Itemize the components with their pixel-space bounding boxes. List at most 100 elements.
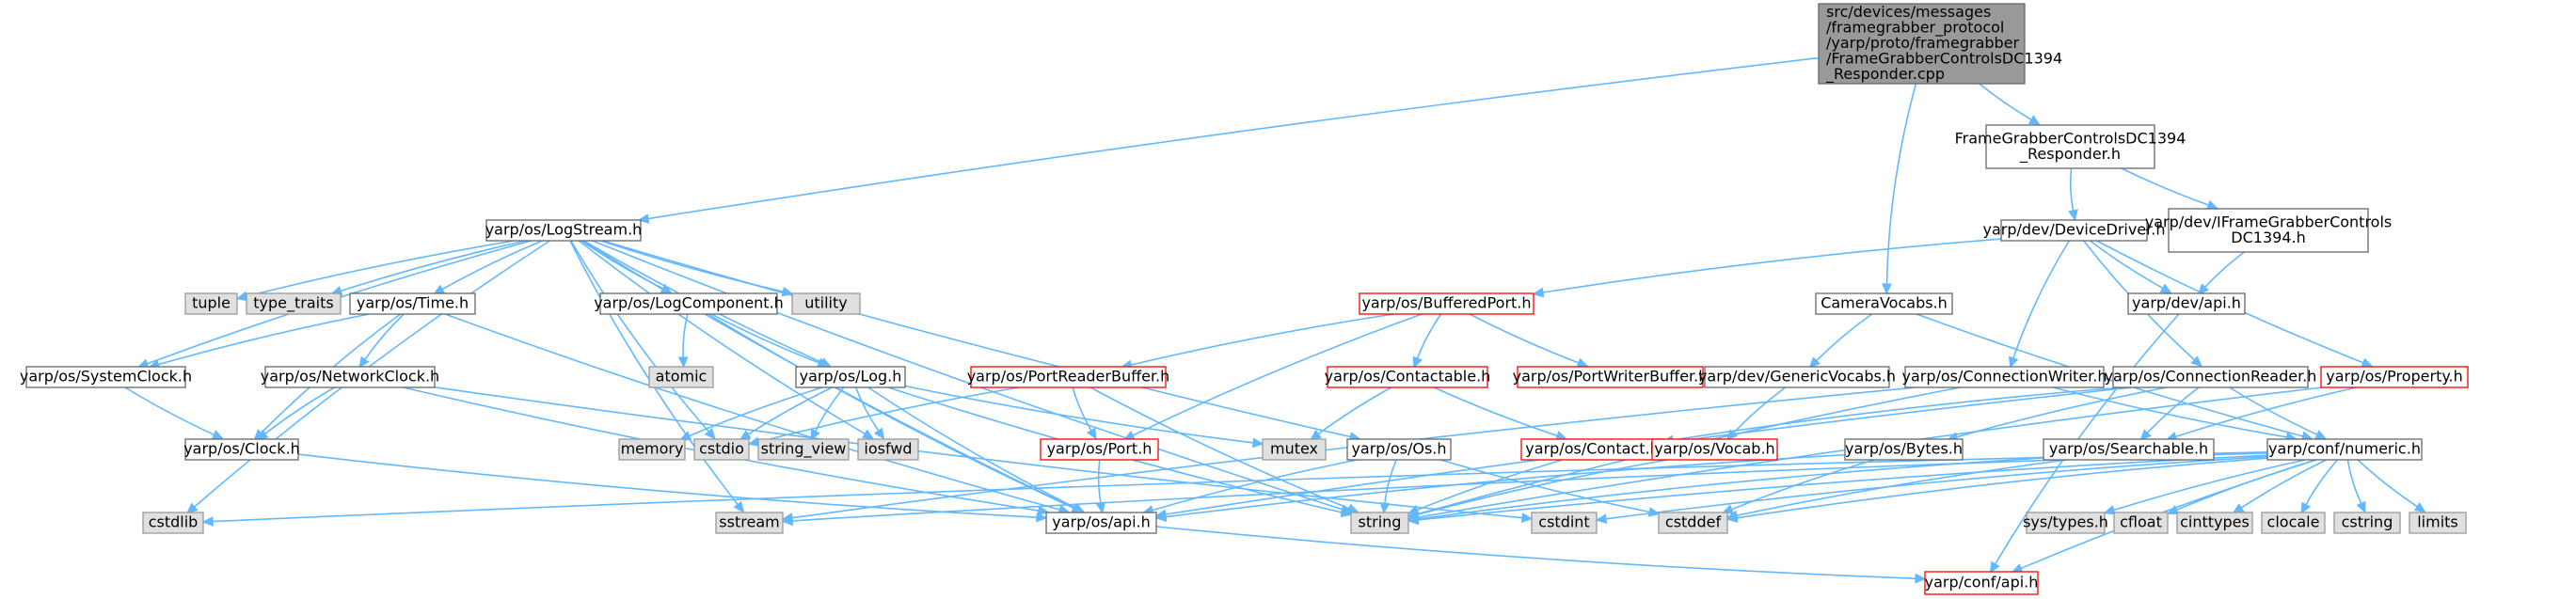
node-systemclock[interactable]: yarp/os/SystemClock.h	[20, 366, 192, 388]
edge-time-to-osapi	[444, 313, 1071, 515]
node-label: tuple	[192, 294, 231, 312]
edge-line	[2204, 251, 2245, 288]
node-box	[1658, 512, 1728, 534]
node-label: yarp/os/PortWriterBuffer.h	[1513, 368, 1709, 386]
edge-arrowhead	[1122, 431, 1136, 441]
edge-line	[2020, 459, 2317, 570]
node-box	[184, 438, 299, 461]
edge-arrowhead	[1882, 283, 1892, 295]
edge-line	[2357, 459, 2418, 508]
node-label: CameraVocabs.h	[1821, 294, 1948, 312]
node-root[interactable]: src/devices/messages/framegrabber_protoc…	[1818, 3, 2062, 85]
node-time[interactable]: yarp/os/Time.h	[349, 292, 476, 315]
node-contactable[interactable]: yarp/os/Contactable.h	[1325, 366, 1491, 388]
node-searchable[interactable]: yarp/os/Searchable.h	[2043, 438, 2215, 461]
node-label: yarp/conf/api.h	[1925, 574, 2039, 591]
edge-arrowhead	[2356, 500, 2366, 513]
node-logcomponent[interactable]: yarp/os/LogComponent.h	[594, 292, 784, 315]
node-cstdlib: cstdlib	[142, 512, 204, 534]
node-box	[1040, 438, 1159, 461]
node-bufferedport[interactable]: yarp/os/BufferedPort.h	[1359, 292, 1534, 315]
edge-ifgc-to-devapi	[2197, 251, 2245, 295]
edge-line	[364, 313, 405, 360]
node-port[interactable]: yarp/os/Port.h	[1040, 438, 1159, 461]
node-confapi[interactable]: yarp/conf/api.h	[1924, 571, 2039, 595]
edge-arrowhead	[358, 355, 370, 369]
edge-fgresp-to-ifgc	[2121, 167, 2219, 210]
edge-line	[340, 240, 526, 292]
node-box	[1359, 292, 1534, 315]
node-label: yarp/os/PortReaderBuffer.h	[967, 368, 1170, 386]
node-cstring: cstring	[2333, 512, 2401, 534]
edge-numeric-to-cstdint	[1595, 455, 2268, 525]
edge-line	[1605, 455, 2268, 520]
edge-line	[1417, 454, 2268, 521]
node-portreaderbuffer[interactable]: yarp/os/PortReaderBuffer.h	[967, 366, 1170, 388]
node-clock[interactable]: yarp/os/Clock.h	[183, 438, 300, 461]
node-type_traits: type_traits	[246, 292, 342, 315]
node-logstream[interactable]: yarp/os/LogStream.h	[485, 219, 643, 242]
edge-arrowhead	[1037, 505, 1050, 516]
node-label: yarp/dev/GenericVocabs.h	[1698, 368, 1896, 386]
edge-arrowhead	[1647, 507, 1661, 517]
edge-arrowhead	[810, 428, 820, 441]
edge-line	[1132, 313, 1423, 436]
node-connectionreader[interactable]: yarp/os/ConnectionReader.h	[2105, 366, 2317, 388]
edge-log-to-cstdio	[739, 386, 833, 441]
edge-arrowhead	[2190, 355, 2202, 368]
edge-line	[1672, 386, 2123, 441]
edge-line	[1736, 457, 2268, 519]
edge-line	[157, 313, 370, 366]
node-cstdio: cstdio	[693, 438, 750, 461]
node-devapi[interactable]: yarp/dev/api.h	[2127, 292, 2246, 315]
edge-line	[297, 453, 1038, 518]
edge-line	[747, 386, 833, 435]
edge-arrowhead	[739, 430, 752, 441]
edge-arrowhead	[2300, 501, 2312, 514]
node-label: yarp/os/NetworkClock.h	[261, 368, 439, 386]
node-box	[184, 292, 238, 315]
edge-line	[1097, 459, 1102, 504]
edge-bufferedport-to-portreaderbuffer	[1120, 313, 1393, 370]
node-label: yarp/os/ConnectionReader.h	[2105, 368, 2317, 386]
edge-arrowhead	[1595, 513, 1608, 525]
node-networkclock[interactable]: yarp/os/NetworkClock.h	[261, 366, 439, 388]
edge-arrowhead	[1086, 427, 1097, 440]
edge-arrowhead	[2206, 199, 2219, 210]
node-cameravocabs[interactable]: CameraVocabs.h	[1815, 292, 1953, 315]
edge-line	[1165, 453, 1846, 518]
edge-arrowhead	[2159, 283, 2172, 294]
node-label: yarp/os/Property.h	[2326, 368, 2463, 386]
node-label: sys/types.h	[2023, 513, 2108, 531]
edge-arrowhead	[1340, 507, 1353, 518]
edge-arrowhead	[733, 500, 745, 513]
node-genericvocabs[interactable]: yarp/dev/GenericVocabs.h	[1698, 366, 1896, 388]
node-fgresp[interactable]: FrameGrabberControlsDC1394_Responder.h	[1955, 124, 2186, 169]
edge-line	[867, 386, 1076, 509]
node-label: cstdlib	[149, 513, 199, 531]
edge-arrowhead	[2068, 209, 2078, 222]
edge-line	[578, 240, 866, 435]
node-os[interactable]: yarp/os/Os.h	[1346, 438, 1452, 461]
edge-line	[569, 240, 739, 506]
edge-bufferedport-to-portwriterbuffer	[1469, 313, 1589, 368]
node-box	[1844, 438, 1964, 461]
node-numeric[interactable]: yarp/conf/numeric.h	[2266, 438, 2423, 461]
edge-arrowhead	[2197, 283, 2210, 295]
node-devicedriver[interactable]: yarp/dev/DeviceDriver.h	[1983, 219, 2166, 242]
node-contact[interactable]: yarp/os/Contact.h	[1520, 438, 1664, 461]
node-vocab[interactable]: yarp/os/Vocab.h	[1651, 438, 1778, 461]
node-bytes[interactable]: yarp/os/Bytes.h	[1844, 438, 1964, 461]
edge-line	[2146, 386, 2200, 433]
edge-numeric-to-string	[1407, 454, 2268, 526]
node-osapi[interactable]: yarp/os/api.h	[1045, 512, 1157, 534]
node-log[interactable]: yarp/os/Log.h	[795, 366, 906, 388]
node-box	[142, 512, 204, 534]
node-portwriterbuffer[interactable]: yarp/os/PortWriterBuffer.h	[1513, 366, 1709, 388]
edge-arrowhead	[2027, 115, 2041, 126]
node-box	[2261, 512, 2326, 534]
node-property[interactable]: yarp/os/Property.h	[2320, 366, 2469, 388]
node-connectionwriter[interactable]: yarp/os/ConnectionWriter.h	[1901, 366, 2107, 388]
